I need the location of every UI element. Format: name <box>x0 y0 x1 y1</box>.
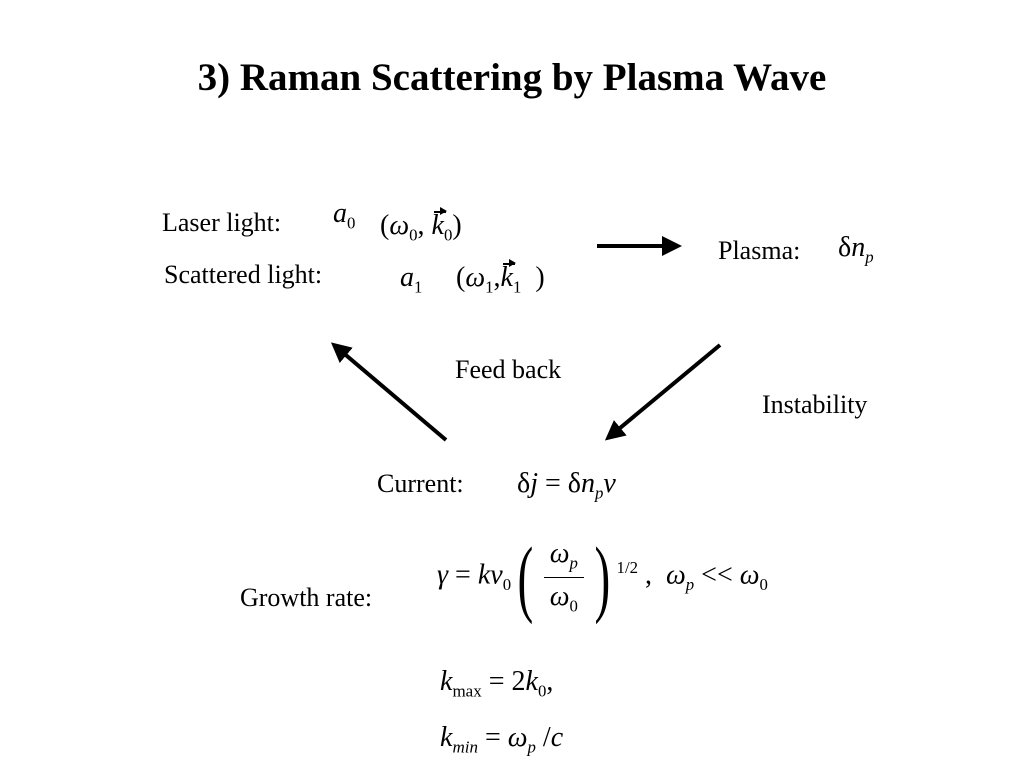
laser-amplitude-formula: a0 <box>333 198 356 233</box>
plasma-density-formula: δnp <box>838 232 874 267</box>
k-max-formula: kmax = 2k0, <box>440 666 554 701</box>
instability-label: Instability <box>762 390 868 419</box>
feedback-label: Feed back <box>455 355 562 384</box>
current-formula: δj = δnpv <box>517 468 616 503</box>
current-label: Current: <box>377 469 464 498</box>
k-min-formula: kmin = ωp /c <box>440 722 564 757</box>
scattered-light-label: Scattered light: <box>164 260 323 289</box>
laser-wave-vector-formula: (ω0, k0) <box>380 207 462 245</box>
slide-title: 3) Raman Scattering by Plasma Wave <box>197 56 827 99</box>
plasma-to-current-arrow <box>604 343 722 441</box>
scattered-wave-vector-formula: (ω1,k1 ) <box>456 259 545 297</box>
laser-light-label: Laser light: <box>162 208 282 237</box>
current-to-light-arrow <box>330 342 448 442</box>
plasma-label: Plasma: <box>718 236 801 265</box>
growth-rate-label: Growth rate: <box>240 583 373 612</box>
scattered-amplitude-formula: a1 <box>400 262 423 297</box>
